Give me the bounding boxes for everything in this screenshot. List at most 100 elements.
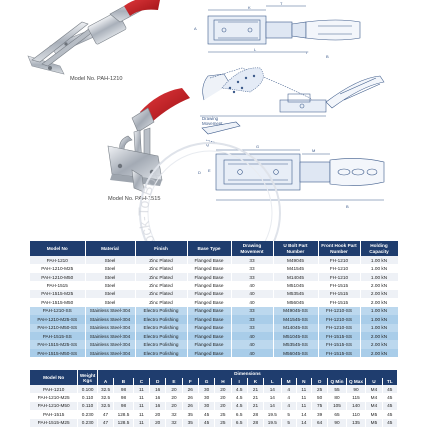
table-cell: 26	[182, 393, 199, 402]
table-cell: 21	[247, 393, 265, 402]
product-photo-pah-1515	[107, 88, 190, 193]
table-cell: FH-1210	[318, 264, 361, 273]
technical-drawing-open-position	[200, 67, 385, 117]
dim-header-d: D	[149, 377, 167, 385]
svg-text:E: E	[208, 168, 211, 173]
table-cell: 33	[231, 264, 274, 273]
table-cell: 14	[263, 385, 282, 394]
table-cell: PAH-1515-M25	[30, 418, 79, 427]
svg-text:A: A	[194, 26, 197, 31]
table-cell: FH-1210	[318, 272, 361, 282]
table-cell: PAH-1515-M50	[30, 298, 86, 307]
table-cell: 90	[346, 385, 367, 394]
table-cell: Steel	[85, 281, 136, 290]
table-cell: Electro Polishing	[135, 315, 188, 324]
table-cell: 5	[281, 410, 297, 419]
table-cell: M56045-SS	[273, 348, 319, 358]
drawing-movement-label: Drawing Movement	[202, 116, 223, 126]
spec-header-material: Material	[85, 241, 136, 256]
table-cell: 98	[113, 401, 134, 411]
table-cell: 45	[382, 385, 399, 394]
table-cell: 4.5	[231, 385, 248, 394]
table-cell: 30	[198, 393, 216, 402]
table-cell: 33	[231, 323, 274, 332]
dim-header-h: H	[214, 377, 232, 385]
table-cell: 128.5	[113, 418, 134, 427]
table-cell: Flanged Base	[187, 298, 232, 307]
dim-header-g: G	[198, 377, 216, 385]
table-cell: 45	[198, 418, 216, 427]
table-cell: 50	[311, 393, 329, 402]
svg-text:G: G	[256, 144, 259, 149]
table-cell: 20	[149, 410, 167, 419]
table-cell: 20	[165, 393, 183, 402]
table-cell: 20	[149, 418, 167, 427]
table-cell: FH-1210	[318, 256, 361, 265]
table-cell: 6.5	[231, 418, 248, 427]
table-cell: FH-1515-SS	[318, 331, 361, 341]
table-cell: M4	[365, 401, 383, 411]
dim-header-n: N	[296, 377, 312, 385]
dim-header-dimensions: Dimensions	[97, 370, 399, 378]
product-photo-pah-1210	[27, 0, 160, 75]
table-cell: 2.00 kN	[360, 331, 399, 341]
table-cell: 32.5	[97, 401, 115, 411]
table-cell: 11	[133, 385, 151, 394]
svg-text:F: F	[306, 50, 309, 55]
table-cell: 40	[231, 331, 274, 341]
svg-text:Q: Q	[206, 142, 209, 147]
table-cell: Flanged Base	[187, 315, 232, 324]
table-cell: M4	[365, 393, 383, 402]
svg-text:B: B	[346, 204, 349, 209]
table-cell: 1.00 kN	[360, 272, 399, 282]
table-cell: 1.00 kN	[360, 256, 399, 265]
table-cell: PAH-1515-M25	[30, 289, 86, 299]
table-cell: Electro Polishing	[135, 323, 188, 332]
table-cell: Zinc Plated	[135, 289, 188, 299]
table-cell: PAH-1515	[30, 410, 79, 419]
table-cell: Zinc Plated	[135, 264, 188, 273]
spec-header-finish: Finish	[135, 241, 188, 256]
table-cell: PAH-1210	[30, 256, 86, 265]
table-cell: PAH-1515-M50-SS	[30, 348, 86, 358]
table-cell: 45	[382, 401, 399, 411]
table-cell: 1.00 kN	[360, 264, 399, 273]
table-cell: 26	[182, 385, 199, 394]
table-cell: 20	[165, 385, 183, 394]
table-cell: M53545	[273, 289, 319, 299]
dim-header-f: F	[182, 377, 199, 385]
table-cell: PAH-1515-SS	[30, 331, 86, 341]
table-cell: 1.00 kN	[360, 315, 399, 324]
table-cell: 32	[165, 418, 183, 427]
table-cell: 2.00 kN	[360, 298, 399, 307]
table-cell: Stainless Steel-304	[85, 340, 136, 349]
table-cell: 110	[346, 410, 367, 419]
table-cell: 4.5	[231, 401, 248, 411]
table-cell: 16	[149, 393, 167, 402]
table-cell: 14	[296, 418, 312, 427]
table-cell: Steel	[85, 298, 136, 307]
table-cell: 11	[133, 410, 151, 419]
table-cell: 30	[198, 385, 216, 394]
table-cell: 20	[214, 385, 232, 394]
table-cell: M14045-SS	[273, 323, 319, 332]
table-cell: 33	[231, 315, 274, 324]
table-cell: 105	[327, 401, 347, 411]
table-cell: Electro Polishing	[135, 306, 188, 316]
table-cell: 35	[182, 418, 199, 427]
table-cell: 21	[247, 401, 265, 411]
table-cell: 35	[182, 410, 199, 419]
table-cell: Stainless Steel-304	[85, 331, 136, 341]
table-cell: 4	[281, 401, 297, 411]
table-cell: 28	[247, 418, 265, 427]
table-cell: 11	[133, 418, 151, 427]
table-cell: 26	[182, 401, 199, 411]
table-cell: 25	[214, 410, 232, 419]
table-cell: 20	[165, 401, 183, 411]
table-cell: Steel	[85, 272, 136, 282]
table-cell: 64	[311, 418, 329, 427]
table-cell: PAH-1210-M50-SS	[30, 323, 86, 332]
